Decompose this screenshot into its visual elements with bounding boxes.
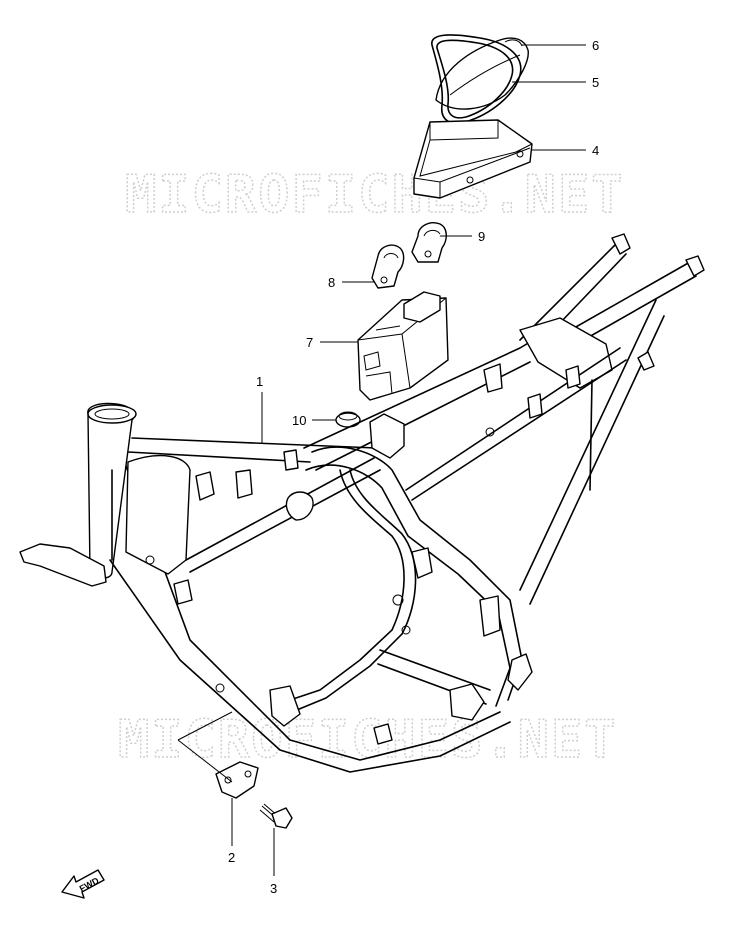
frame-part-1 bbox=[19, 233, 705, 773]
watermark-bottom: MICROFICHES.NET bbox=[118, 710, 618, 770]
callout-5: 5 bbox=[592, 75, 599, 90]
callout-3: 3 bbox=[270, 881, 277, 896]
callout-leaders bbox=[177, 44, 586, 876]
callout-9: 9 bbox=[478, 229, 485, 244]
bolt-part-3 bbox=[259, 803, 293, 829]
callout-4: 4 bbox=[592, 143, 599, 158]
box-part-7 bbox=[357, 291, 449, 401]
callout-6: 6 bbox=[592, 38, 599, 53]
clamp-part-9 bbox=[411, 222, 447, 263]
watermark-top: MICROFICHES.NET bbox=[125, 165, 625, 225]
plate-part-2 bbox=[215, 761, 259, 799]
callout-8: 8 bbox=[328, 275, 335, 290]
grommet-part-10 bbox=[335, 411, 361, 428]
tray-part-4 bbox=[413, 119, 533, 199]
callout-1: 1 bbox=[256, 374, 263, 389]
fwd-arrow-icon: FWD bbox=[61, 869, 105, 899]
callout-7: 7 bbox=[306, 335, 313, 350]
seal-part-5 bbox=[431, 34, 522, 124]
callout-2: 2 bbox=[228, 850, 235, 865]
callout-10: 10 bbox=[292, 413, 306, 428]
cover-part-6 bbox=[435, 37, 529, 110]
clamp-part-8 bbox=[371, 244, 405, 289]
